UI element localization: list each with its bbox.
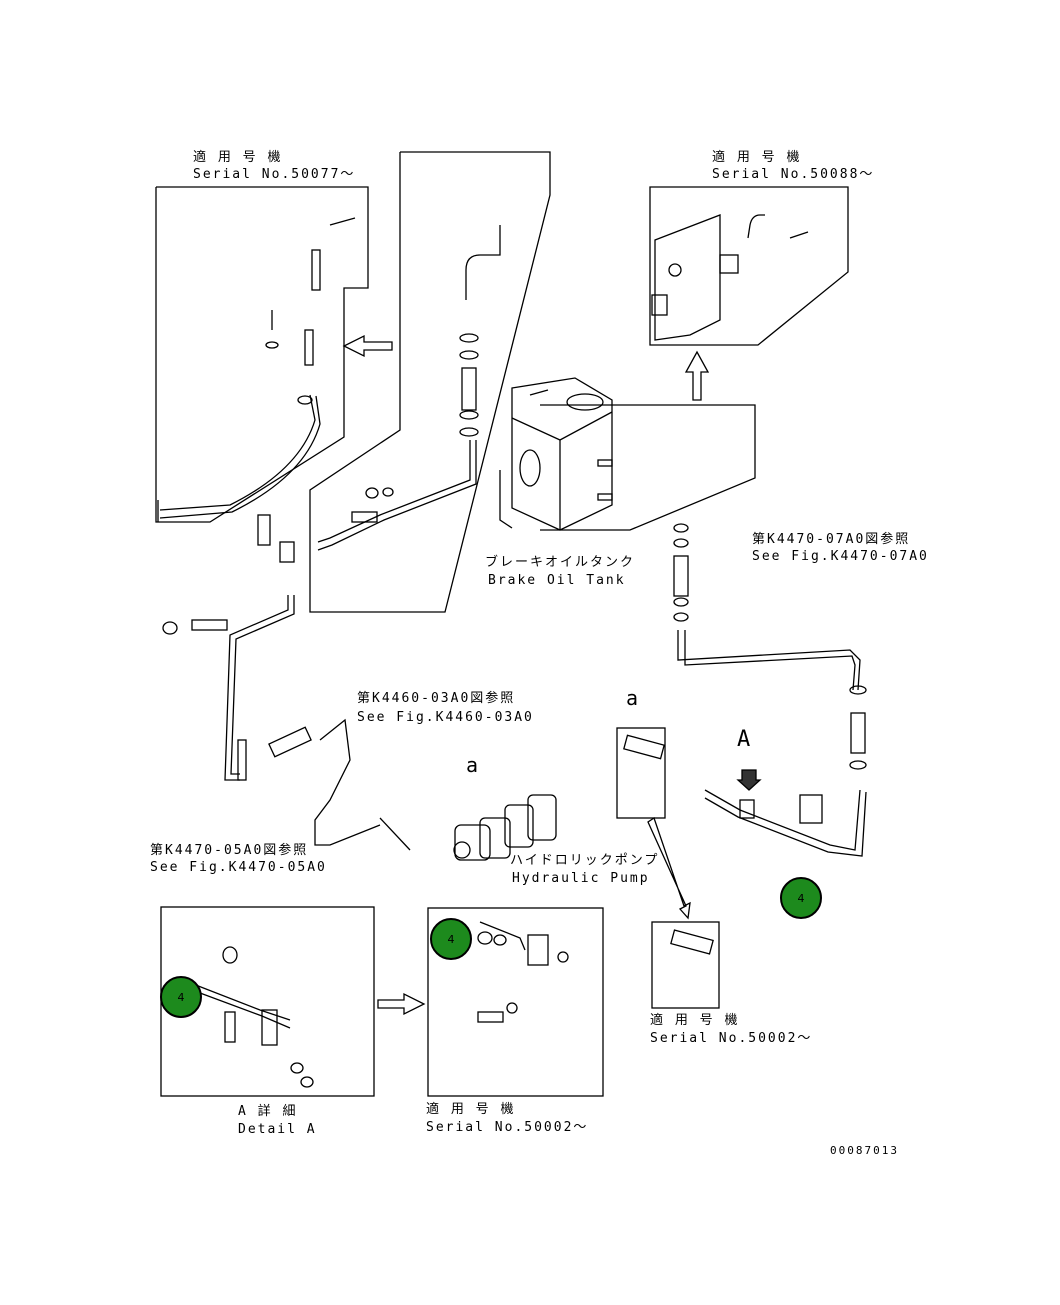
arrow-down-A: [736, 769, 762, 791]
top-right-tank: [651, 214, 809, 341]
ref-0603-en: See Fig.K4460-03A0: [357, 710, 534, 725]
serial-right-en: Serial No.50002～: [650, 1031, 813, 1046]
arrow-diag: [647, 816, 691, 920]
frame-top-left: [155, 186, 369, 523]
detail-a-jp: A 詳 細: [238, 1104, 298, 1119]
mark-a-upper: a: [626, 686, 641, 710]
callout-4-serial-bottom[interactable]: 4: [430, 918, 472, 960]
ref-0503-en: See Fig.K4470-05A0: [150, 860, 327, 875]
frame-serial-bottom: [427, 907, 604, 1097]
frame-top-right: [649, 186, 849, 346]
top-left-serial-en: Serial No.50077～: [193, 167, 356, 182]
arrow-left: [342, 334, 393, 358]
mark-a-lower: a: [466, 753, 481, 777]
detail-a-content: [187, 946, 314, 1088]
frame-tank-conn: [540, 404, 756, 531]
mark-A: A: [737, 727, 753, 752]
ref-0703-en: See Fig.K4470-07A0: [752, 549, 929, 564]
callout-4-right[interactable]: 4: [780, 877, 822, 919]
left-lower-pipes: [162, 514, 411, 851]
arrow-right: [377, 992, 426, 1016]
ref-0503-jp: 第K4470-05A0図参照: [150, 843, 309, 858]
serial-bottom-content: [477, 921, 569, 1023]
pump-label-en: Hydraulic Pump: [512, 871, 650, 886]
drawing-number: 00087013: [830, 1144, 899, 1157]
brake-oil-tank: [499, 377, 613, 531]
frame-center: [309, 151, 551, 613]
ref-0703-jp: 第K4470-07A0図参照: [752, 532, 911, 547]
left-pipes: [157, 217, 356, 522]
arrow-up: [684, 350, 710, 401]
top-right-serial-jp: 適 用 号 機: [712, 150, 802, 165]
pump-label-jp: ハイドロリックポンプ: [510, 853, 660, 868]
frame-hose-small: [616, 727, 666, 819]
detail-a-en: Detail A: [238, 1122, 317, 1137]
center-pipe: [317, 225, 501, 551]
tank-label-jp: ブレーキオイルタンク: [485, 555, 636, 570]
frame-serial-right: [651, 921, 720, 1009]
serial-bottom-en: Serial No.50002～: [426, 1120, 589, 1135]
top-left-serial-jp: 適 用 号 機: [193, 150, 283, 165]
callout-4-detail-a[interactable]: 4: [160, 976, 202, 1018]
small-hose: [623, 734, 714, 955]
serial-bottom-jp: 適 用 号 機: [426, 1102, 516, 1117]
serial-right-jp: 適 用 号 機: [650, 1013, 740, 1028]
ref-0603-jp: 第K4460-03A0図参照: [357, 691, 516, 706]
tank-label-en: Brake Oil Tank: [488, 573, 626, 588]
hydraulic-pump: [453, 794, 557, 861]
top-right-serial-en: Serial No.50088～: [712, 167, 875, 182]
right-pipes: [673, 523, 867, 857]
